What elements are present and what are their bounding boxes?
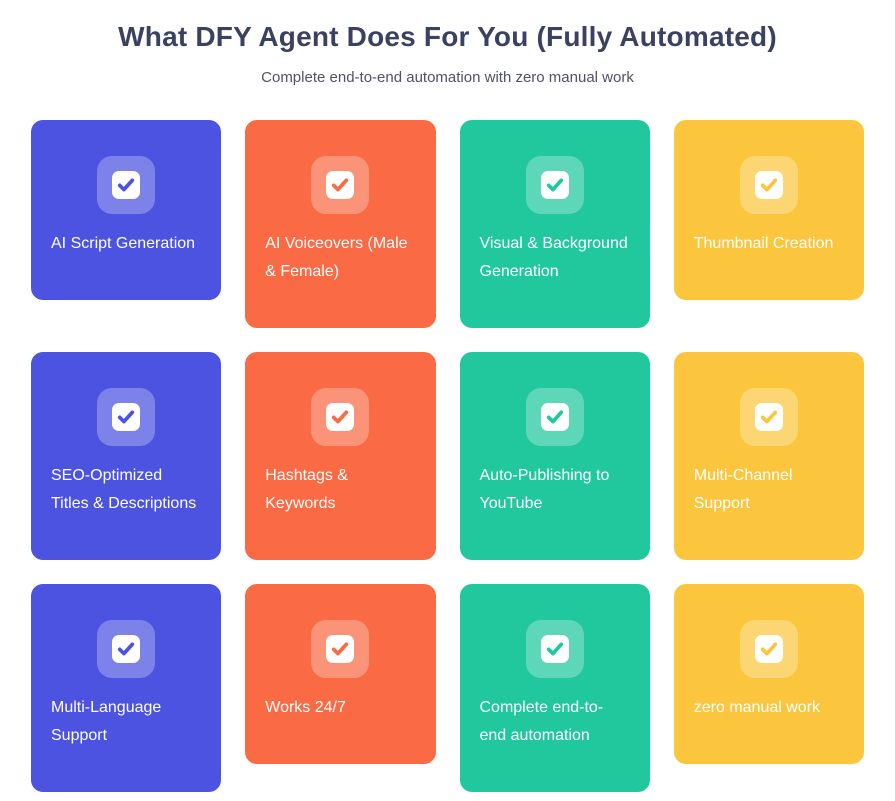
feature-label: Multi-Channel Support	[693, 467, 793, 512]
check-square-icon	[97, 620, 156, 678]
check-square-icon	[311, 388, 370, 446]
feature-card: Auto-Publishing to YouTube	[459, 352, 650, 560]
check-icon	[754, 403, 783, 431]
feature-label: AI Script Generation	[51, 235, 196, 252]
check-icon	[326, 403, 355, 431]
check-square-icon	[525, 388, 584, 446]
feature-card: Multi-Language Support	[31, 584, 222, 792]
check-icon	[540, 635, 569, 663]
check-icon	[540, 171, 569, 199]
check-square-icon	[311, 156, 370, 214]
feature-card: Complete end-to-end automation	[459, 584, 650, 792]
feature-card: AI Script Generation	[31, 120, 222, 300]
feature-label: Multi-Language Support	[51, 699, 162, 744]
check-square-icon	[739, 388, 798, 446]
feature-label: Auto-Publishing to YouTube	[479, 467, 610, 512]
page-title: What DFY Agent Does For You (Fully Autom…	[118, 21, 777, 52]
check-icon	[754, 635, 783, 663]
check-icon	[326, 171, 355, 199]
check-icon	[540, 403, 569, 431]
check-icon	[754, 171, 783, 199]
check-icon	[326, 635, 355, 663]
check-square-icon	[97, 156, 156, 214]
check-icon	[112, 171, 141, 199]
feature-label: SEO-Optimized Titles & Descriptions	[51, 467, 197, 512]
check-square-icon	[739, 156, 798, 214]
feature-card: Visual & Background Generation	[459, 120, 650, 328]
check-square-icon	[739, 620, 798, 678]
feature-label: Thumbnail Creation	[693, 235, 834, 252]
check-icon	[112, 635, 141, 663]
feature-card: AI Voiceovers (Male & Female)	[245, 120, 436, 328]
features-grid: AI Script Generation AI Voiceovers (Male…	[0, 120, 895, 792]
feature-label: Visual & Background Generation	[479, 235, 628, 280]
feature-label: zero manual work	[693, 699, 821, 716]
check-square-icon	[525, 620, 584, 678]
check-square-icon	[97, 388, 156, 446]
feature-label: Complete end-to-end automation	[479, 699, 604, 744]
feature-label: AI Voiceovers (Male & Female)	[265, 235, 408, 280]
feature-card: Multi-Channel Support	[673, 352, 864, 560]
check-square-icon	[525, 156, 584, 214]
feature-card: zero manual work	[673, 584, 864, 764]
feature-label: Hashtags & Keywords	[265, 467, 348, 512]
check-icon	[112, 403, 141, 431]
feature-card: Hashtags & Keywords	[245, 352, 436, 560]
check-square-icon	[311, 620, 370, 678]
page-subtitle: Complete end-to-end automation with zero…	[261, 69, 634, 86]
feature-card: SEO-Optimized Titles & Descriptions	[31, 352, 222, 560]
feature-card: Works 24/7	[245, 584, 436, 764]
feature-card: Thumbnail Creation	[673, 120, 864, 300]
feature-label: Works 24/7	[265, 699, 346, 716]
